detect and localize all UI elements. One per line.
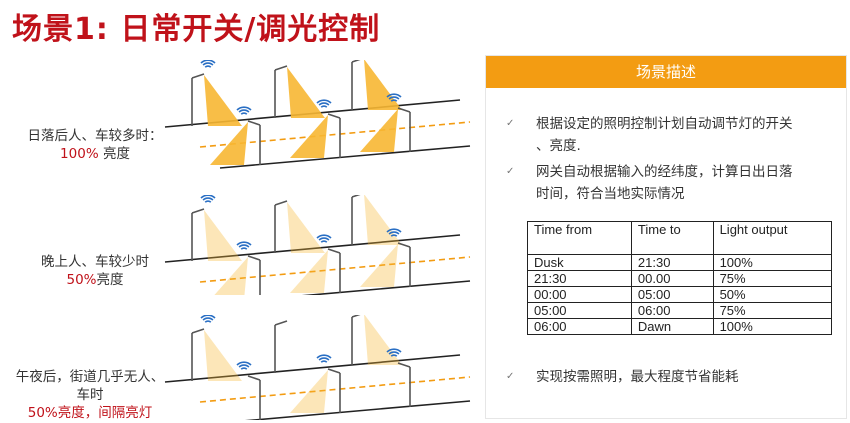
header-time-from: Time from [527,221,632,255]
table-cell: 06:00 [527,318,632,335]
road-center-line [199,256,471,283]
road-edge-back [164,234,461,263]
page-title: 场景1: 日常开关/调光控制 [12,12,381,47]
bullet-text-line2: 、亮度. [536,138,581,154]
scene-1-line1: 日落后人、车较多时： [27,128,163,144]
street-lamp-icon [360,242,411,287]
bullet-text-line2: 时间，符合当地实际情况 [536,186,685,202]
table-cell: 100% [712,318,833,335]
street-lamp-icon [290,248,341,293]
bullet-text-line1: 网关自动根据输入的经纬度，计算日出日落 [536,164,793,180]
scene-2-label: 晚上人、车较少时 50%亮度 [10,253,180,289]
scene-1-brightness: 100% [60,146,99,162]
table-cell: 00:00 [527,286,632,303]
scene-2-brightness-unit: 亮度 [96,272,124,288]
street-lamp-icon [191,208,242,261]
wireless-signal-icon [316,99,332,108]
wireless-signal-icon [236,361,252,370]
lighting-schedule-table: Time from Time to Light output Dusk 21:3… [527,221,833,335]
scene-1-illustration [164,60,471,169]
bullet-text-line1: 根据设定的照明控制计划自动调节灯的开关 [536,116,793,132]
scene-2-line1: 晚上人、车较少时 [41,254,149,270]
street-lamp-icon [360,107,411,152]
scene-3-label: 午夜后，街道几乎无人、 车时 50%亮度，间隔亮灯 [0,368,180,422]
wireless-signal-icon [200,60,216,68]
street-lamp-icon [191,73,242,126]
street-lamp-icon [290,368,341,413]
wireless-signal-icon [316,234,332,243]
street-lamp-icon [351,60,402,110]
table-row: Dusk 21:30 100% [527,254,833,271]
table-cell: 21:30 [527,270,632,287]
table-cell: Dusk [527,254,632,271]
table-cell: Dawn [630,318,714,335]
table-row: 05:00 06:00 75% [527,302,833,319]
scene-3-brightness: 50%亮度，间隔亮灯 [27,405,153,421]
wireless-signal-icon [200,315,216,323]
street-lamp-icon [214,255,261,295]
check-mark-icon: ✓ [506,118,515,129]
road-edge-front [219,145,471,169]
bullet-item: ✓ 根据设定的照明控制计划自动调节灯的开关 、亮度. [506,113,836,157]
scene-2-brightness: 50% [66,272,97,288]
street-lamp-icon [351,195,402,245]
wireless-signal-icon [316,354,332,363]
check-mark-icon: ✓ [506,166,515,177]
wireless-signal-icon [386,228,402,237]
scene-2-illustration [164,195,471,295]
table-cell: 75% [712,302,833,319]
road-edge-front [301,280,471,295]
table-cell: 00.00 [630,270,714,287]
scene-3-line1: 午夜后，街道几乎无人、 [15,369,165,385]
scene-3-line1b: 车时 [76,387,104,403]
check-mark-icon: ✓ [506,371,515,382]
scene-1-brightness-unit: 亮度 [98,146,130,162]
bullet-text-line1: 实现按需照明，最大程度节省能耗 [536,369,739,385]
table-cell: 50% [712,286,833,303]
street-lamp-icon [191,328,242,381]
street-lamp-icon [397,362,411,407]
wireless-signal-icon [386,348,402,357]
street-lamp-icon [247,375,261,420]
table-row: 00:00 05:00 50% [527,286,833,303]
street-lamp-icon [290,113,341,158]
table-header-row: Time from Time to Light output [527,221,833,255]
table-cell: 21:30 [630,254,714,271]
bullet-item: ✓ 实现按需照明，最大程度节省能耗 [506,366,836,388]
street-lamp-icon [210,120,261,165]
street-lamp-icon [274,200,325,253]
panel-header: 场景描述 [486,56,846,88]
table-row: 06:00 Dawn 100% [527,318,833,335]
road-edge-back [164,354,461,383]
table-cell: 100% [712,254,833,271]
header-light-output: Light output [712,221,833,255]
header-time-to: Time to [630,221,714,255]
wireless-signal-icon [386,93,402,102]
wireless-signal-icon [236,241,252,250]
scene-1-label: 日落后人、车较多时： 100% 亮度 [10,127,180,163]
road-edge-front [244,400,471,420]
table-cell: 06:00 [630,302,714,319]
table-cell: 75% [712,270,833,287]
road-center-line [199,376,471,403]
wireless-signal-icon [200,195,216,203]
bullet-item: ✓ 网关自动根据输入的经纬度，计算日出日落 时间，符合当地实际情况 [506,161,836,205]
street-lamp-icon [274,65,325,118]
scene-description-panel: 场景描述 ✓ 根据设定的照明控制计划自动调节灯的开关 、亮度. ✓ 网关自动根据… [485,55,847,419]
scene-3-illustration [164,315,471,420]
wireless-signal-icon [236,106,252,115]
table-cell: 05:00 [527,302,632,319]
table-row: 21:30 00.00 75% [527,270,833,287]
street-lamp-icon [351,315,402,365]
table-cell: 05:00 [630,286,714,303]
street-lamp-icon [274,320,288,373]
